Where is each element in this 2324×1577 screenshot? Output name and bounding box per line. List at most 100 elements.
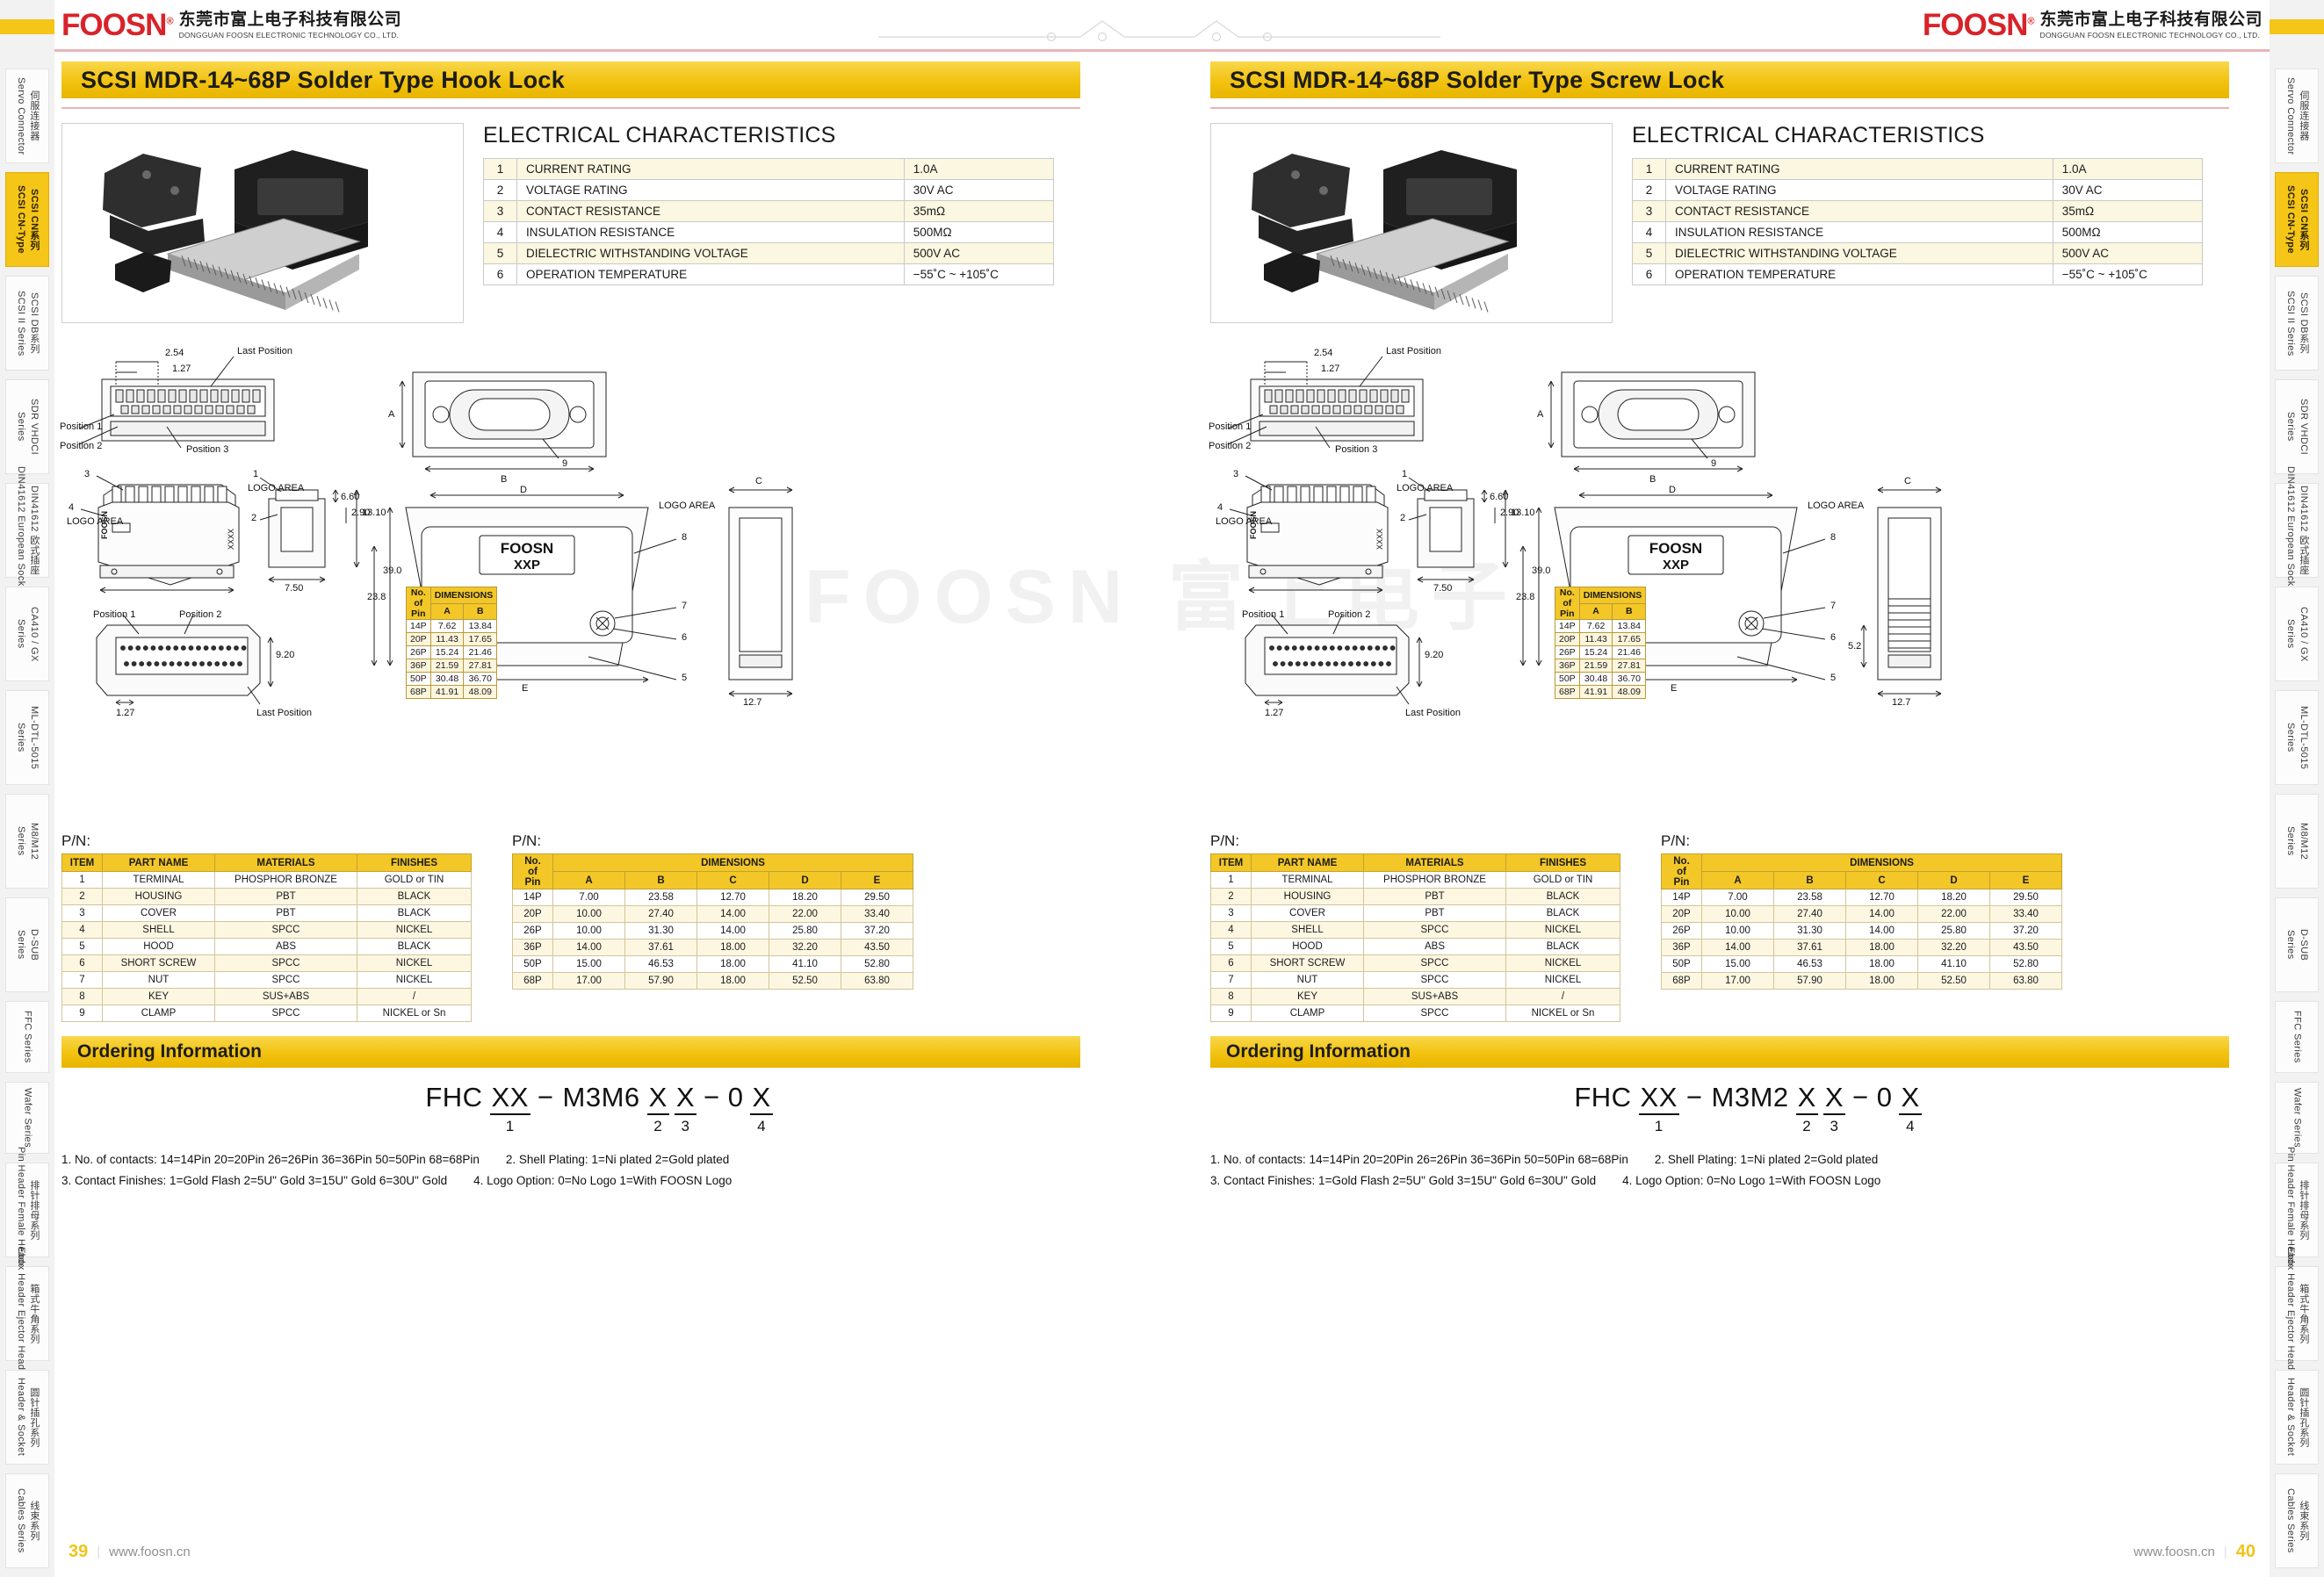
- side-tab-left-5[interactable]: CA410 / GX Series: [5, 587, 49, 681]
- dims-col-B: B: [624, 871, 697, 889]
- dims-value: 37.20: [1989, 922, 2062, 940]
- parts-material: PBT: [214, 888, 357, 905]
- parts-name: TERMINAL: [102, 871, 215, 889]
- logo-text: FOOSN: [61, 8, 167, 42]
- dims-value: 22.00: [1917, 905, 1990, 923]
- dims-value: 14.00: [696, 905, 769, 923]
- drawing-label-ref6: 6: [682, 632, 688, 643]
- parts-material: SPCC: [214, 971, 357, 989]
- side-tab-right-12[interactable]: 箱式牛角系列 Ebox Header Ejector Header: [2275, 1247, 2319, 1380]
- ordering-title: Ordering Information: [77, 1041, 262, 1062]
- side-tab-right-1[interactable]: SCSI CN系列 SCSI CN-Type: [2275, 172, 2319, 267]
- drawing-label-h390: 39.0: [1532, 565, 1551, 576]
- parts-finish: NICKEL: [357, 971, 472, 989]
- dims-col-E: E: [841, 871, 913, 889]
- footer-right: www.foosn.cn | 40: [2133, 1540, 2255, 1563]
- parts-row-0: 1 TERMINAL PHOSPHOR BRONZE GOLD or TIN: [1210, 871, 1620, 889]
- drawing-label-ref1: 1: [1402, 469, 1408, 479]
- parts-name: SHORT SCREW: [102, 954, 215, 972]
- ab-value: 17.65: [1612, 632, 1647, 646]
- side-tab-right-6[interactable]: ML-DTL-5015 Series: [2275, 690, 2319, 785]
- side-tab-left-9[interactable]: FFC Series: [5, 1001, 49, 1073]
- drawing-label-ref8: 8: [1830, 532, 1837, 543]
- parts-name: HOOD: [1251, 938, 1364, 955]
- spec-description: DIELECTRIC WITHSTANDING VOLTAGE: [1665, 242, 2053, 264]
- parts-item: 4: [1210, 921, 1252, 939]
- ordering-band-hook-lock: Ordering Information: [61, 1036, 1080, 1068]
- side-tab-left-2[interactable]: SCSI DB系列 SCSI II Series: [5, 276, 49, 371]
- dims-value: 12.70: [1845, 889, 1918, 906]
- drawing-label-pos2b: Position 2: [179, 609, 222, 620]
- dims-value: 52.50: [1917, 972, 1990, 990]
- side-tab-right-13[interactable]: 圆针插孔系列 Header & Socket: [2275, 1370, 2319, 1465]
- dims-col-A: A: [552, 871, 625, 889]
- side-tab-left-1[interactable]: SCSI CN系列 SCSI CN-Type: [5, 172, 49, 267]
- side-tab-right-9[interactable]: FFC Series: [2275, 1001, 2319, 1073]
- side-tab-left-6[interactable]: ML-DTL-5015 Series: [5, 690, 49, 785]
- parts-header-finishes: FINISHES: [357, 853, 472, 872]
- side-tab-left-14[interactable]: 线束系列 Cables Series: [5, 1473, 49, 1568]
- electrical-characteristics-table: 1 CURRENT RATING 1.0A 2 VOLTAGE RATING 3…: [1631, 158, 2204, 285]
- side-tab-right-2[interactable]: SCSI DB系列 SCSI II Series: [2275, 276, 2319, 371]
- dims-value: 7.00: [552, 889, 625, 906]
- drawing-label-ref3: 3: [1233, 469, 1239, 479]
- side-tab-left-11[interactable]: 排针排母系列 Pin Header Female Header: [5, 1147, 49, 1273]
- side-tab-label: SDR VHDCI Series: [2285, 398, 2309, 456]
- side-tab-right-3[interactable]: SDR VHDCI Series: [2275, 379, 2319, 474]
- drawing-label-p127: 1.27: [116, 708, 135, 718]
- dims-col-C: C: [696, 871, 769, 889]
- side-tab-right-8[interactable]: D-SUB Series: [2275, 897, 2319, 992]
- side-tab-left-3[interactable]: SDR VHDCI Series: [5, 379, 49, 474]
- drawing-label-ref4: 4: [1217, 502, 1223, 513]
- spec-description: INSULATION RESISTANCE: [516, 221, 905, 243]
- drawing-label-dimA: A: [1537, 409, 1544, 420]
- dims-pin: 68P: [1661, 972, 1702, 990]
- spec-index: 4: [482, 221, 518, 243]
- ab-pin: 20P: [406, 632, 431, 646]
- side-tab-right-11[interactable]: 排针排母系列 Pin Header Female Header: [2275, 1147, 2319, 1273]
- side-tab-right-4[interactable]: DIN41612 欧式插座 DIN41612 European Socket: [2275, 466, 2319, 594]
- dims-value: 32.20: [769, 939, 841, 956]
- dims-pin: 26P: [512, 922, 553, 940]
- drawing-label-pos2: Position 2: [60, 441, 103, 451]
- side-tab-left-8[interactable]: D-SUB Series: [5, 897, 49, 992]
- side-tab-left-12[interactable]: 箱式牛角系列 Ebox Header Ejector Header: [5, 1247, 49, 1380]
- side-tab-right-14[interactable]: 线束系列 Cables Series: [2275, 1473, 2319, 1568]
- side-tab-left-13[interactable]: 圆针插孔系列 Header & Socket: [5, 1370, 49, 1465]
- parts-finish: NICKEL: [357, 954, 472, 972]
- ab-value: 48.09: [1612, 685, 1647, 699]
- side-tab-left-7[interactable]: M8/M12 Series: [5, 794, 49, 889]
- dims-value: 29.50: [841, 889, 913, 906]
- drawing-label-h52: 5.2: [1848, 641, 1862, 652]
- parts-name: NUT: [1251, 971, 1364, 989]
- dims-value: 14.00: [1701, 939, 1774, 956]
- footer-separator-right: |: [2223, 1544, 2227, 1559]
- order-mid: M3M6: [562, 1082, 640, 1113]
- side-tab-right-10[interactable]: Wafer Series: [2275, 1082, 2319, 1154]
- side-tab-right-5[interactable]: CA410 / GX Series: [2275, 587, 2319, 681]
- drawing-label-pos2b: Position 2: [1328, 609, 1371, 620]
- spec-value: 30V AC: [903, 179, 1055, 201]
- side-tab-left-10[interactable]: Wafer Series: [5, 1082, 49, 1154]
- ab-value: 7.62: [1578, 619, 1613, 633]
- side-tab-label: ML-DTL-5015 Series: [2285, 705, 2309, 770]
- side-tab-right-0[interactable]: 伺服连接器 Servo Connector: [2275, 68, 2319, 163]
- side-tab-left-4[interactable]: DIN41612 欧式插座 DIN41612 European Socket: [5, 466, 49, 594]
- parts-row-7: 8 KEY SUS+ABS /: [1210, 988, 1620, 1005]
- parts-name: NUT: [102, 971, 215, 989]
- spec-index: 1: [482, 158, 518, 180]
- side-tab-left-0[interactable]: 伺服连接器 Servo Connector: [5, 68, 49, 163]
- dims-value: 14.00: [552, 939, 625, 956]
- side-tab-right-7[interactable]: M8/M12 Series: [2275, 794, 2319, 889]
- parts-item: 3: [61, 904, 103, 922]
- drawing-label-w750: 7.50: [1433, 583, 1453, 594]
- side-tab-label: 伺服连接器 Servo Connector: [2285, 76, 2309, 155]
- svg-text:XXXX: XXXX: [1375, 529, 1384, 550]
- ab-value: 36.70: [463, 672, 498, 686]
- parts-row-1: 2 HOUSING PBT BLACK: [1210, 888, 1620, 905]
- dims-value: 63.80: [1989, 972, 2062, 990]
- dims-value: 23.58: [1773, 889, 1846, 906]
